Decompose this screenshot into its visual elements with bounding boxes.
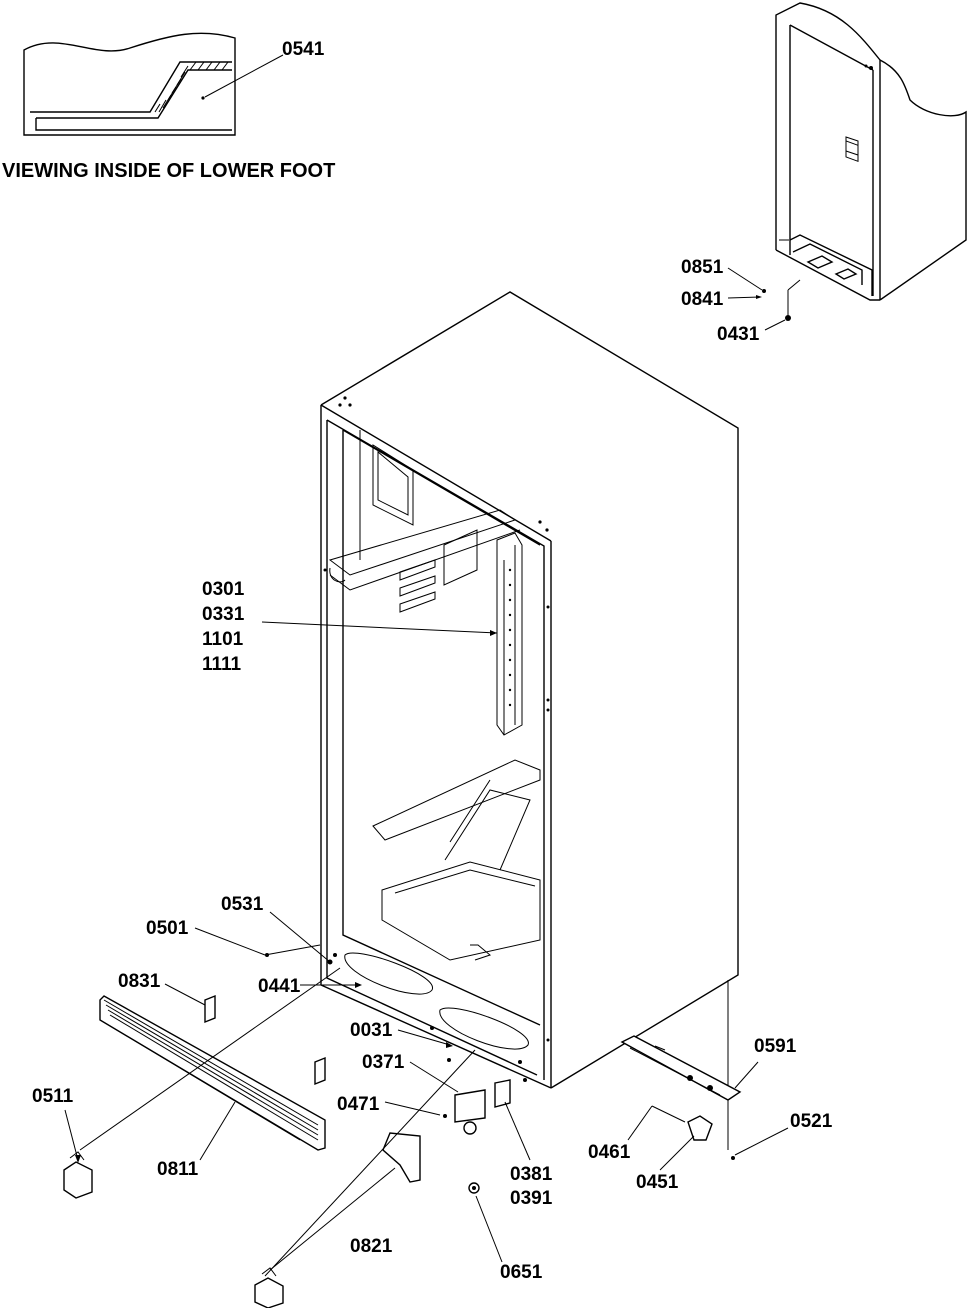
leveler-feet (63, 1151, 284, 1308)
roller-0451 (651, 1105, 713, 1141)
part-label-0461: 0461 (588, 1142, 631, 1163)
part-label-0841: 0841 (681, 289, 724, 310)
toe-clips (204, 994, 326, 1086)
part-label-0471: 0471 (337, 1094, 380, 1115)
part-label-0851: 0851 (681, 257, 724, 278)
part-label-0541: 0541 (282, 39, 325, 60)
part-label-0451: 0451 (636, 1172, 679, 1193)
lower-foot-inset: 0541 VIEWING INSIDE OF LOWER FOOT (2, 32, 335, 182)
part-label-0821: 0821 (350, 1236, 393, 1257)
side-rail-0591 (620, 1035, 742, 1101)
part-label-0511: 0511 (32, 1086, 74, 1107)
part-label-0391: 0391 (510, 1188, 553, 1209)
rear-view-cabinet (775, 2, 967, 301)
part-label-0591: 0591 (754, 1036, 797, 1057)
part-label-0371: 0371 (362, 1052, 405, 1073)
part-label-1111: 1111 (202, 654, 242, 675)
inset-caption: VIEWING INSIDE OF LOWER FOOT (2, 160, 335, 182)
part-leaders (64, 621, 789, 1277)
bracket-0821 (382, 1132, 421, 1183)
part-label-0521: 0521 (790, 1111, 833, 1132)
hinge-assembly (454, 1079, 511, 1194)
part-label-0441: 0441 (258, 976, 301, 997)
toe-grille-0811 (99, 995, 326, 1151)
rear-hardware-leaders: 0851 0841 0431 (681, 257, 801, 345)
part-label-0831: 0831 (118, 971, 161, 992)
part-label-0331: 0331 (202, 604, 245, 625)
part-label-0031: 0031 (350, 1020, 393, 1041)
part-label-0651: 0651 (500, 1262, 543, 1283)
part-label-0501: 0501 (146, 918, 189, 939)
part-label-0431: 0431 (717, 324, 760, 345)
part-label-0531: 0531 (221, 894, 264, 915)
part-label-0811: 0811 (157, 1159, 199, 1180)
part-labels: 0301 0331 1101 1111 0531 0501 0831 0441 … (32, 579, 833, 1283)
main-cabinet (320, 291, 739, 1150)
rail-holes (508, 568, 512, 707)
part-label-1101: 1101 (202, 629, 244, 650)
part-label-0301: 0301 (202, 579, 245, 600)
part-label-0381: 0381 (510, 1164, 553, 1185)
